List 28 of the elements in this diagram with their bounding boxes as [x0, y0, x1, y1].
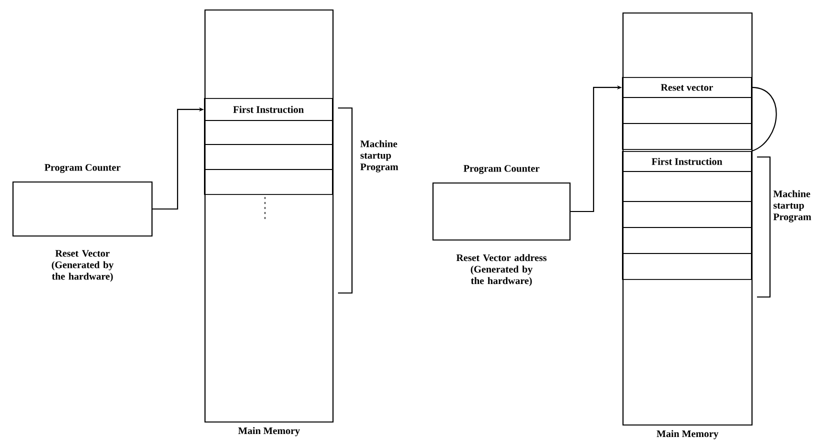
memory-cell	[204, 120, 333, 145]
register-box	[432, 165, 571, 286]
register-heading: Program Counter	[44, 164, 120, 173]
curved-link	[752, 86, 777, 152]
cell-text: Reset vector	[660, 84, 713, 91]
cell-text: First Instruction	[652, 158, 722, 165]
memory-block	[622, 12, 753, 440]
memory-cell	[622, 151, 752, 172]
bracket-label: Machine startup Program	[360, 140, 398, 172]
memory-cell	[622, 253, 752, 280]
register-caption: Reset Vector address (Generated by the hardware)	[456, 254, 547, 286]
memory-cell	[622, 97, 752, 124]
bracket-label: Machine startup Program	[773, 190, 812, 222]
memory-cell	[622, 171, 752, 202]
register-box	[12, 164, 153, 282]
memory-cell	[204, 169, 333, 195]
register-caption: Reset Vector (Generated by the hardware)	[52, 250, 114, 282]
memory-caption: Main Memory	[656, 430, 718, 440]
memory-cell	[622, 123, 752, 150]
memory-cell	[204, 144, 333, 170]
memory-caption: Main Memory	[238, 427, 300, 436]
register-heading: Program Counter	[464, 165, 540, 174]
memory-cell	[622, 227, 752, 254]
memory-cell	[622, 201, 752, 228]
memory-block	[204, 9, 334, 436]
cell-text: First Instruction	[233, 106, 304, 113]
memory-cell	[204, 98, 333, 121]
memory-cell	[622, 77, 752, 98]
